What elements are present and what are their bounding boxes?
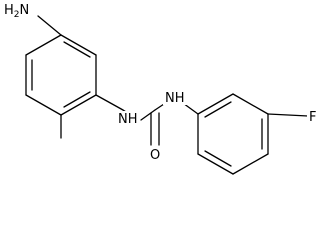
nh-carbonyl-bond — [140, 109, 156, 121]
ring-bond — [60, 94, 97, 116]
urea-nh-left-label: NH — [118, 112, 138, 127]
ring-double-bond — [63, 91, 91, 108]
label-background — [148, 146, 162, 162]
right-benzene-ring — [197, 93, 269, 175]
amine-bond — [37, 15, 62, 36]
aryl-nh-bond — [95, 94, 124, 111]
label-background — [307, 108, 319, 124]
chemical-structure-diagram: H2N NH NH O F — [3, 1, 319, 175]
ring-bond — [25, 94, 62, 116]
carbonyl-oxygen-label: O — [150, 148, 160, 163]
left-benzene-ring — [25, 34, 97, 116]
amine-label: H2N — [4, 3, 29, 20]
ring-double-bond — [204, 101, 232, 118]
ring-bond — [232, 93, 269, 115]
ring-bond — [197, 153, 234, 175]
ring-bond — [60, 34, 97, 56]
ring-bond — [197, 93, 234, 115]
carbonyl-nh-bond — [154, 103, 165, 111]
ring-bond — [232, 153, 269, 175]
label-background — [163, 89, 187, 105]
label-background — [116, 111, 140, 127]
label-background — [3, 1, 33, 17]
ring-double-bond — [63, 41, 91, 58]
ring-bond — [25, 34, 62, 56]
fluorine-bond — [267, 113, 309, 117]
urea-nh-right-label: NH — [165, 91, 185, 106]
fluorine-label: F — [309, 110, 316, 125]
ring-double-bond — [204, 150, 232, 167]
